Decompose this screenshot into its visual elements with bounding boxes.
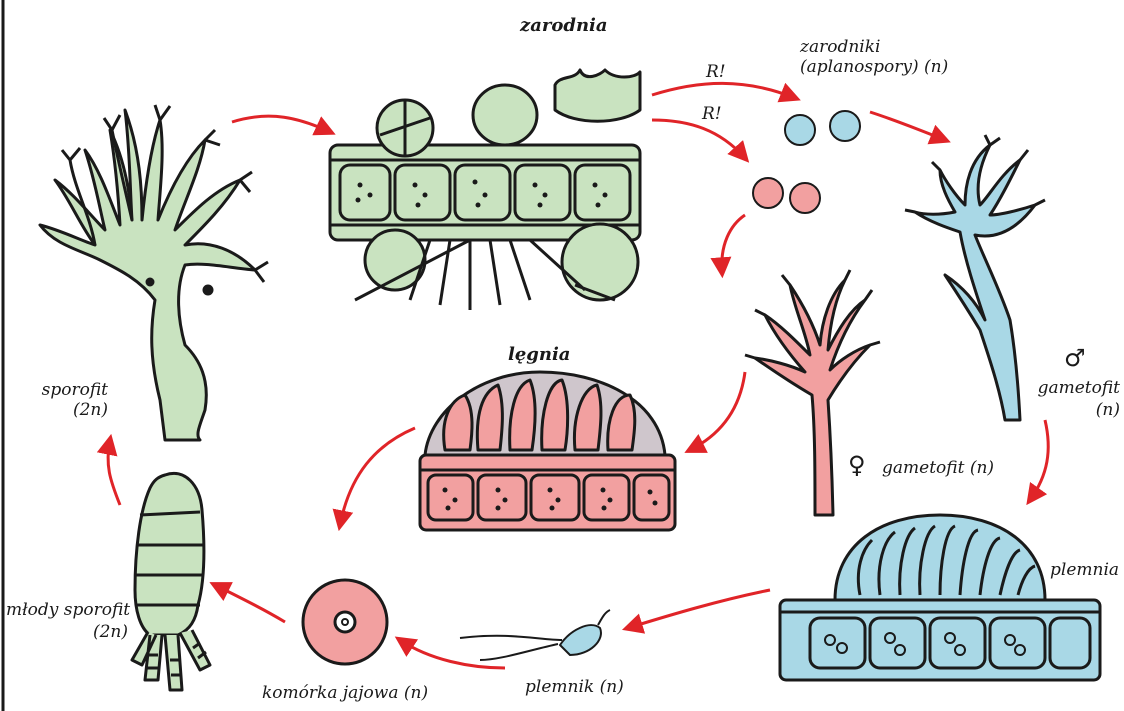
label-gametofit-male: gametofit <box>1010 378 1120 398</box>
label-komorka-jajowa: komórka jajowa (n) <box>262 683 428 703</box>
arrow-male-gametophyte-to-antheridium <box>1030 420 1048 500</box>
arrow-egg-to-young-sporophyte <box>215 585 285 622</box>
arrow-sperm-to-egg <box>400 640 505 668</box>
aplanospores <box>753 111 860 213</box>
spore-blue-1 <box>785 115 815 145</box>
label-zarodnia: zarodnia <box>520 16 608 36</box>
male-symbol-icon: ♂ <box>1064 346 1086 370</box>
spore-pink-2 <box>790 183 820 213</box>
arrow-antheridium-to-sperm <box>628 590 770 628</box>
label-mlody-sporofit: młody sporofit <box>6 600 130 620</box>
label-sporofit-ploidy: (2n) <box>20 400 108 420</box>
spore-blue-2 <box>830 111 860 141</box>
arrow-oogonium-to-egg <box>340 428 415 525</box>
arrow-sporangia-to-male-spores <box>652 83 795 98</box>
arrow-sporangia-to-female-spores <box>652 120 745 158</box>
spore-pink-1 <box>753 178 783 208</box>
label-gametofit-female: gametofit (n) <box>882 458 994 478</box>
arrow-female-spores-to-female-gametophyte <box>722 215 745 272</box>
arrow-young-sporophyte-to-sporophyte <box>108 440 120 505</box>
young-sporophyte <box>132 473 210 690</box>
arrow-sporophyte-to-sporangia <box>232 116 330 132</box>
antheridium-section <box>780 515 1100 680</box>
label-sporofit: sporofit <box>20 380 108 400</box>
arrow-female-gametophyte-to-oogonium <box>690 372 745 450</box>
arrow-male-spores-to-male-gametophyte <box>870 112 945 140</box>
label-aplanospory: (aplanospory) (n) <box>800 57 948 77</box>
egg-cell <box>303 580 387 664</box>
label-r-top: R! <box>706 62 726 82</box>
label-r-bottom: R! <box>702 104 722 124</box>
sperm-cell <box>460 610 610 660</box>
label-zarodniki: zarodniki <box>800 37 880 57</box>
label-plemnik: plemnik (n) <box>525 677 624 697</box>
label-mlody-sporofit-ploidy: (2n) <box>20 622 128 642</box>
oogonium-section <box>420 372 675 530</box>
label-gametofit-male-ploidy: (n) <box>1010 400 1120 420</box>
female-symbol-icon: ♀ <box>848 453 866 477</box>
label-legnia: lęgnia <box>508 345 570 365</box>
sporangia-section <box>330 70 640 310</box>
label-plemnia: plemnia <box>1050 560 1119 580</box>
